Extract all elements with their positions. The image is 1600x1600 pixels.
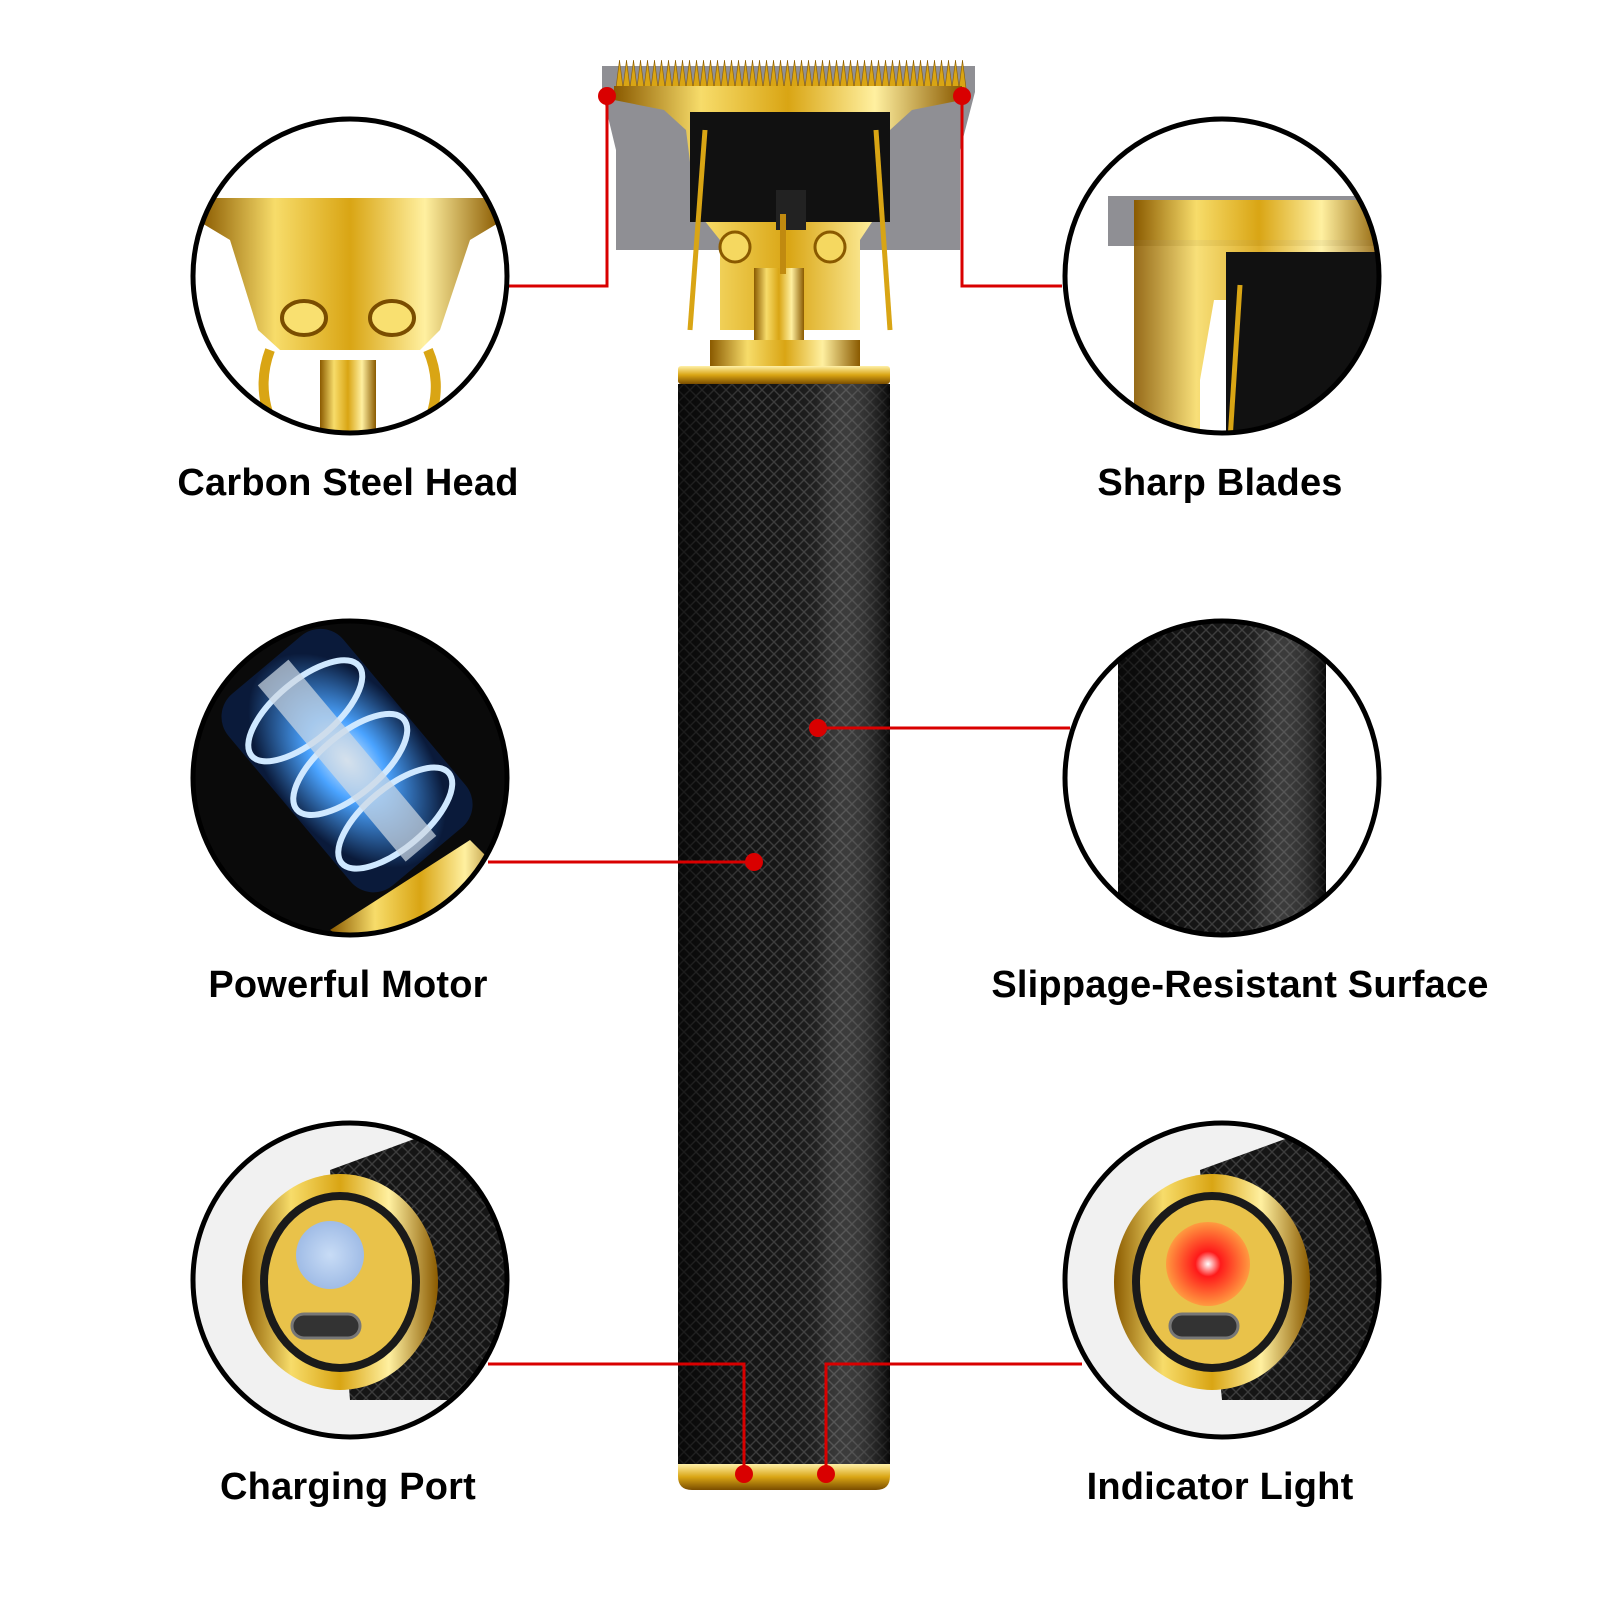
callout-line-charging-port: [488, 1362, 746, 1474]
feature-label-slippage-resistant-surface: Slippage-Resistant Surface: [991, 964, 1489, 1006]
spring-left: [687, 129, 708, 331]
trimmer-head-closeup-icon: [190, 116, 510, 436]
feature-label-charging-port: Charging Port: [220, 1466, 476, 1508]
indicator-light-closeup-icon: [1062, 1120, 1382, 1440]
blade-tooth-row: [615, 59, 967, 89]
feature-label-powerful-motor: Powerful Motor: [208, 964, 488, 1006]
feature-label-sharp-blades: Sharp Blades: [1097, 462, 1343, 504]
callout-lines: [488, 96, 1082, 1474]
callout-dot: [735, 1465, 753, 1483]
neck-base: [710, 340, 860, 366]
usb-c-port-closeup-icon: [190, 1120, 510, 1440]
callout-dots: [598, 87, 971, 1483]
callout-line-indicator-light: [824, 1362, 1082, 1474]
bottom-collar: [678, 1464, 890, 1490]
knurled-grip-closeup-icon: [1062, 618, 1382, 938]
trimmer: [602, 59, 975, 1490]
callout-dot: [809, 719, 827, 737]
feature-label-carbon-steel-head: Carbon Steel Head: [177, 462, 519, 504]
callout-dot: [598, 87, 616, 105]
callout-dot: [817, 1465, 835, 1483]
top-collar: [678, 366, 890, 384]
screw-right: [813, 230, 847, 264]
callout-dot: [745, 853, 763, 871]
blade-teeth: [615, 59, 967, 89]
callout-line-carbon-steel-head: [505, 96, 609, 288]
screw-left: [718, 230, 752, 264]
feature-label-indicator-light: Indicator Light: [1086, 1466, 1354, 1508]
neck-rod: [780, 214, 786, 274]
callout-line-sharp-blades: [960, 96, 1062, 288]
handle-shade: [678, 384, 890, 1464]
blade-teeth-closeup-icon: [1062, 116, 1382, 436]
callout-dot: [953, 87, 971, 105]
motor-closeup-icon: [190, 618, 510, 938]
spring-right: [873, 129, 893, 331]
